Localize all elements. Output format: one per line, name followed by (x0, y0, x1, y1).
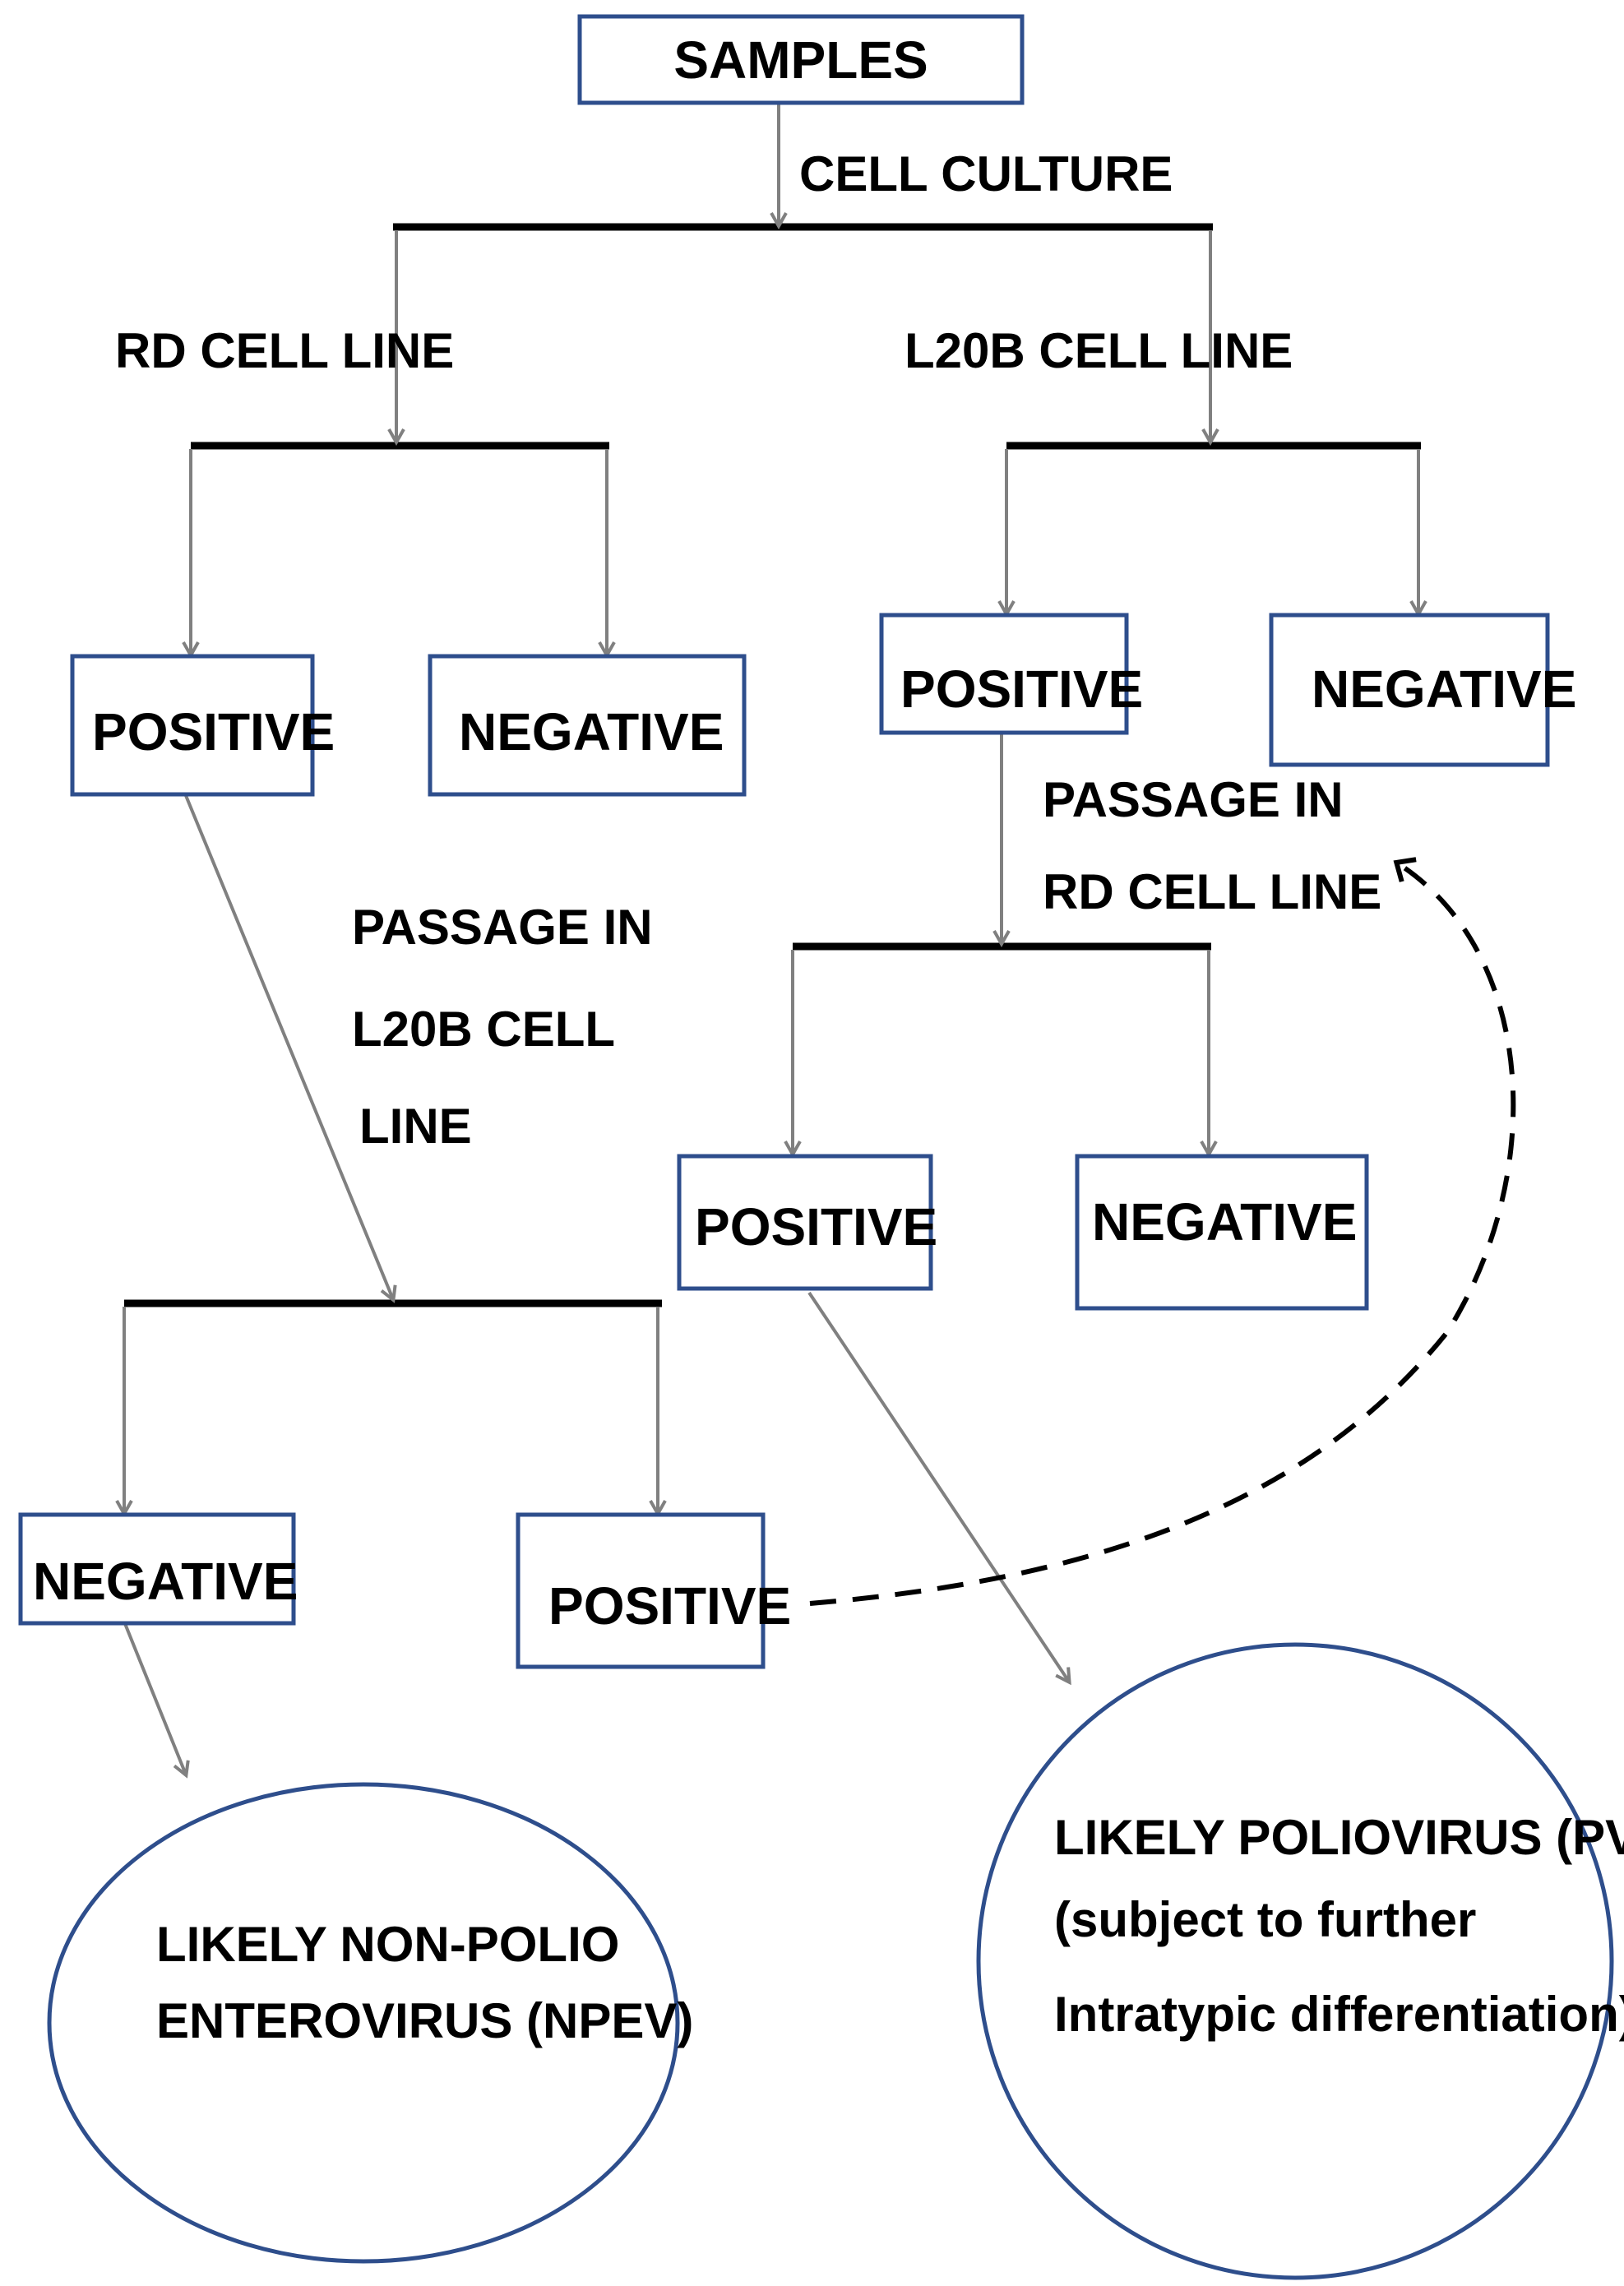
rd-passage-negative-text: NEGATIVE (1092, 1192, 1357, 1252)
arrow-rd-positive-to-l20b-passage (183, 793, 393, 1299)
rd-passage-positive-box: POSITIVE (677, 1154, 937, 1291)
rd-cell-line-label: RD CELL LINE (115, 323, 454, 378)
rd-passage-positive-text: POSITIVE (695, 1197, 937, 1256)
dashed-curved-arrow (809, 857, 1516, 1606)
pv-text-line2: (subject to further (1054, 1892, 1476, 1947)
arrow-negative-to-npev (123, 1621, 186, 1775)
l20b-passage-negative-box: NEGATIVE (18, 1512, 298, 1626)
passage-rd-label-line2: RD CELL LINE (1043, 864, 1381, 919)
rd-positive-box: POSITIVE (70, 654, 335, 797)
passage-l20b-label-line3: LINE (359, 1099, 472, 1154)
l20b-negative-text: NEGATIVE (1312, 659, 1576, 719)
cell-culture-label: CELL CULTURE (799, 146, 1173, 201)
pv-result-oval: LIKELY POLIOVIRUS (PV) (subject to furth… (976, 1642, 1624, 2280)
pv-text-line1: LIKELY POLIOVIRUS (PV) (1054, 1810, 1624, 1865)
arrow-positive-to-pv (807, 1291, 1069, 1682)
npev-result-oval: LIKELY NON-POLIO ENTEROVIRUS (NPEV) (47, 1782, 693, 2264)
pv-text-line3: Intratypic differentiation) (1054, 1987, 1624, 2042)
rd-positive-text: POSITIVE (92, 702, 335, 761)
rd-negative-text: NEGATIVE (459, 702, 724, 761)
l20b-passage-positive-box: POSITIVE (516, 1512, 791, 1669)
passage-l20b-label-line2: L20B CELL (352, 1002, 615, 1057)
samples-text: SAMPLES (673, 30, 928, 90)
passage-rd-label-line1: PASSAGE IN (1043, 772, 1344, 827)
l20b-passage-negative-text: NEGATIVE (33, 1552, 298, 1611)
rd-passage-negative-box: NEGATIVE (1075, 1154, 1369, 1311)
l20b-positive-box: POSITIVE (879, 613, 1143, 735)
samples-box: SAMPLES (577, 14, 1025, 105)
l20b-cell-line-label: L20B CELL LINE (905, 323, 1293, 378)
rd-negative-box: NEGATIVE (428, 654, 747, 797)
passage-l20b-label-line1: PASSAGE IN (352, 900, 653, 955)
npev-text-line1: LIKELY NON-POLIO (156, 1917, 619, 1972)
l20b-passage-positive-text: POSITIVE (548, 1576, 791, 1636)
l20b-positive-text: POSITIVE (900, 659, 1143, 719)
l20b-negative-box: NEGATIVE (1269, 613, 1576, 767)
npev-text-line2: ENTEROVIRUS (NPEV) (156, 1993, 693, 2048)
